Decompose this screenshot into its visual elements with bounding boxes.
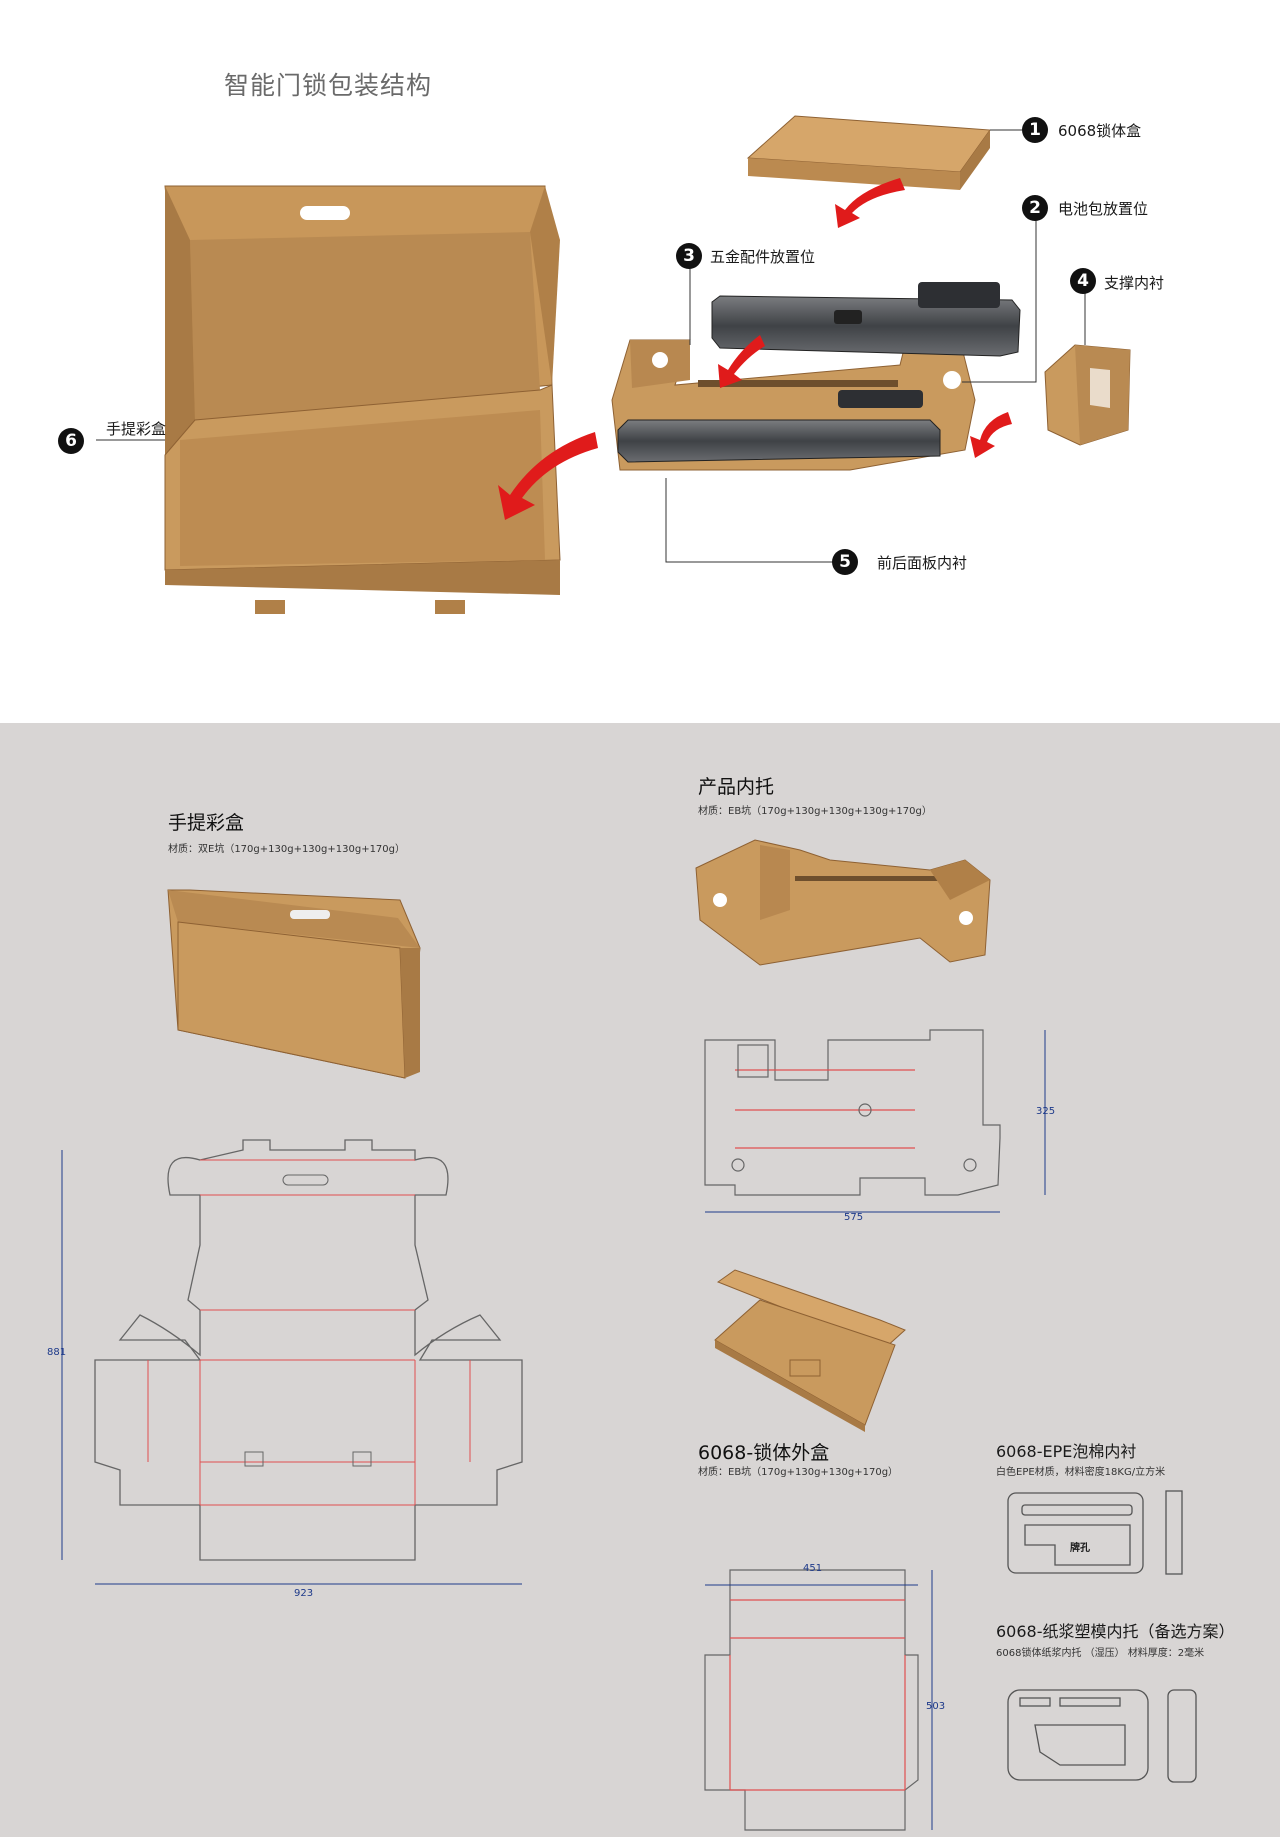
section-title-lockbox: 6068-锁体外盒 — [698, 1442, 830, 1464]
handle-box-dieline — [61, 1139, 523, 1585]
insert-tray-3d — [611, 282, 1021, 471]
section-material-handbox: 材质：双E坑（170g+130g+130g+130g+170g） — [168, 844, 406, 855]
callout-number: 2 — [1022, 195, 1048, 221]
dimension-width: 923 — [294, 1588, 314, 1599]
section-material-lockbox: 材质：EB坑（170g+130g+130g+170g） — [698, 1467, 899, 1478]
handle-box-small-3d — [167, 889, 421, 1079]
callout-label: 前后面板内衬 — [877, 554, 968, 572]
section-title-insert: 产品内托 — [698, 776, 775, 798]
callout-number: 1 — [1022, 117, 1048, 143]
dimension-height: 325 — [1036, 1106, 1056, 1117]
callout-label: 电池包放置位 — [1058, 200, 1149, 218]
insert-dieline — [704, 1029, 1046, 1213]
section-title-handbox: 手提彩盒 — [168, 812, 245, 834]
callout-number: 6 — [58, 428, 84, 454]
section-material-epe: 白色EPE材质，材料密度18KG/立方米 — [996, 1467, 1166, 1478]
callout-label: 五金配件放置位 — [710, 248, 816, 266]
lock-box-dieline — [704, 1569, 933, 1831]
callout-number: 5 — [832, 549, 858, 575]
page-title: 智能门锁包装结构 — [224, 71, 433, 100]
callout-label: 手提彩盒 — [106, 420, 167, 438]
dimension-width: 575 — [844, 1212, 864, 1223]
callout-number: 3 — [676, 243, 702, 269]
dimension-height: 503 — [926, 1701, 946, 1712]
support-insert-3d — [1044, 344, 1131, 446]
section-title-epe: 6068-EPE泡棉内衬 — [996, 1442, 1137, 1461]
epe-insert-drawing — [1007, 1490, 1183, 1575]
callout-number: 4 — [1070, 268, 1096, 294]
callout-label: 6068锁体盒 — [1058, 122, 1142, 140]
handle-box-3d — [164, 185, 598, 614]
callout-label: 支撑内衬 — [1104, 274, 1165, 292]
epe-hole-label: 牌孔 — [1070, 1543, 1090, 1554]
section-material-insert: 材质：EB坑（170g+130g+130g+130g+170g） — [698, 806, 932, 817]
lock-box-3d — [746, 115, 991, 228]
pulp-insert-drawing — [1007, 1689, 1197, 1783]
dimension-width: 451 — [803, 1563, 823, 1574]
section-title-pulp: 6068-纸浆塑模内托（备选方案） — [996, 1622, 1235, 1641]
lock-box-small-3d — [714, 1269, 906, 1432]
section-material-pulp: 6068锁体纸浆内托 （湿压） 材料厚度：2毫米 — [996, 1648, 1205, 1659]
dimension-height: 881 — [47, 1347, 67, 1358]
insert-tray-small-3d — [695, 839, 991, 966]
